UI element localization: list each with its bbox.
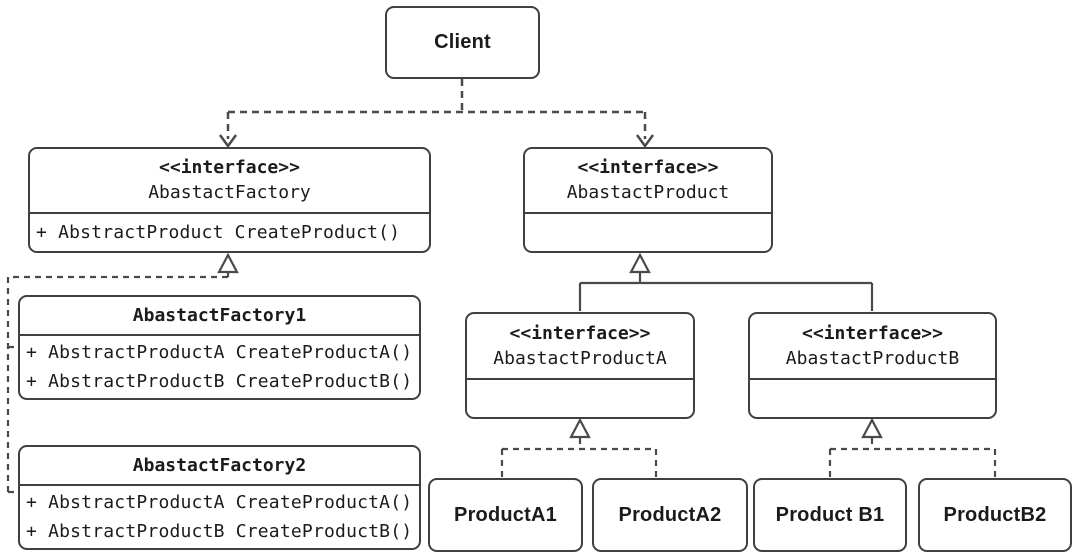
stereotype-label: <<interface>> [509,322,651,344]
dependency-edge-lines [226,79,647,139]
interface-name-abstract-product-b: AbastactProductB [785,347,960,369]
interface-box-abstract-product: <<interface>> AbastactProduct [523,147,773,253]
interface-name-abstract-factory: AbastactFactory [148,182,311,203]
generalization-edge-lines [578,273,874,311]
interface-box-abstract-product-b: <<interface>> AbastactProductB [748,312,997,419]
class-box-client: Client [385,6,540,79]
empty-member-section [750,378,995,417]
class-box-product-a1: ProductA1 [428,478,583,552]
empty-member-section [525,212,771,251]
interface-box-abstract-product-a: <<interface>> AbastactProductA [465,312,695,419]
empty-member-section [467,378,693,417]
class-name-factory1: AbastactFactory1 [132,305,307,326]
interface-name-abstract-product: AbastactProduct [566,182,730,203]
stereotype-label: <<interface>> [577,157,719,179]
class-name-product-b1: Product B1 [775,503,885,526]
dependency-arrow-icon [218,134,655,149]
method-create-product: + AbstractProduct CreateProduct() [36,222,401,243]
interface-box-abstract-factory: <<interface>> AbastactFactory + Abstract… [28,147,431,253]
class-name-product-b2: ProductB2 [943,503,1047,526]
stereotype-label: <<interface>> [802,322,943,344]
method-create-product-b: + AbstractProductB CreateProductB() [26,521,413,542]
class-box-product-b1: Product B1 [753,478,907,552]
class-name-product-a2: ProductA2 [618,503,722,526]
stereotype-label: <<interface>> [159,157,300,179]
class-box-factory2: AbastactFactory2 + AbstractProductA Crea… [18,445,421,550]
class-box-factory1: AbastactFactory1 + AbstractProductA Crea… [18,295,421,400]
method-create-product-b: + AbstractProductB CreateProductB() [26,371,413,392]
class-box-product-b2: ProductB2 [918,478,1072,552]
class-name-product-a1: ProductA1 [454,503,557,526]
method-create-product-a: + AbstractProductA CreateProductA() [26,342,413,363]
class-name-client: Client [434,31,491,53]
class-box-product-a2: ProductA2 [592,478,748,552]
method-create-product-a: + AbstractProductA CreateProductA() [26,492,413,513]
class-name-factory2: AbastactFactory2 [132,455,307,476]
interface-name-abstract-product-a: AbastactProductA [493,347,667,369]
